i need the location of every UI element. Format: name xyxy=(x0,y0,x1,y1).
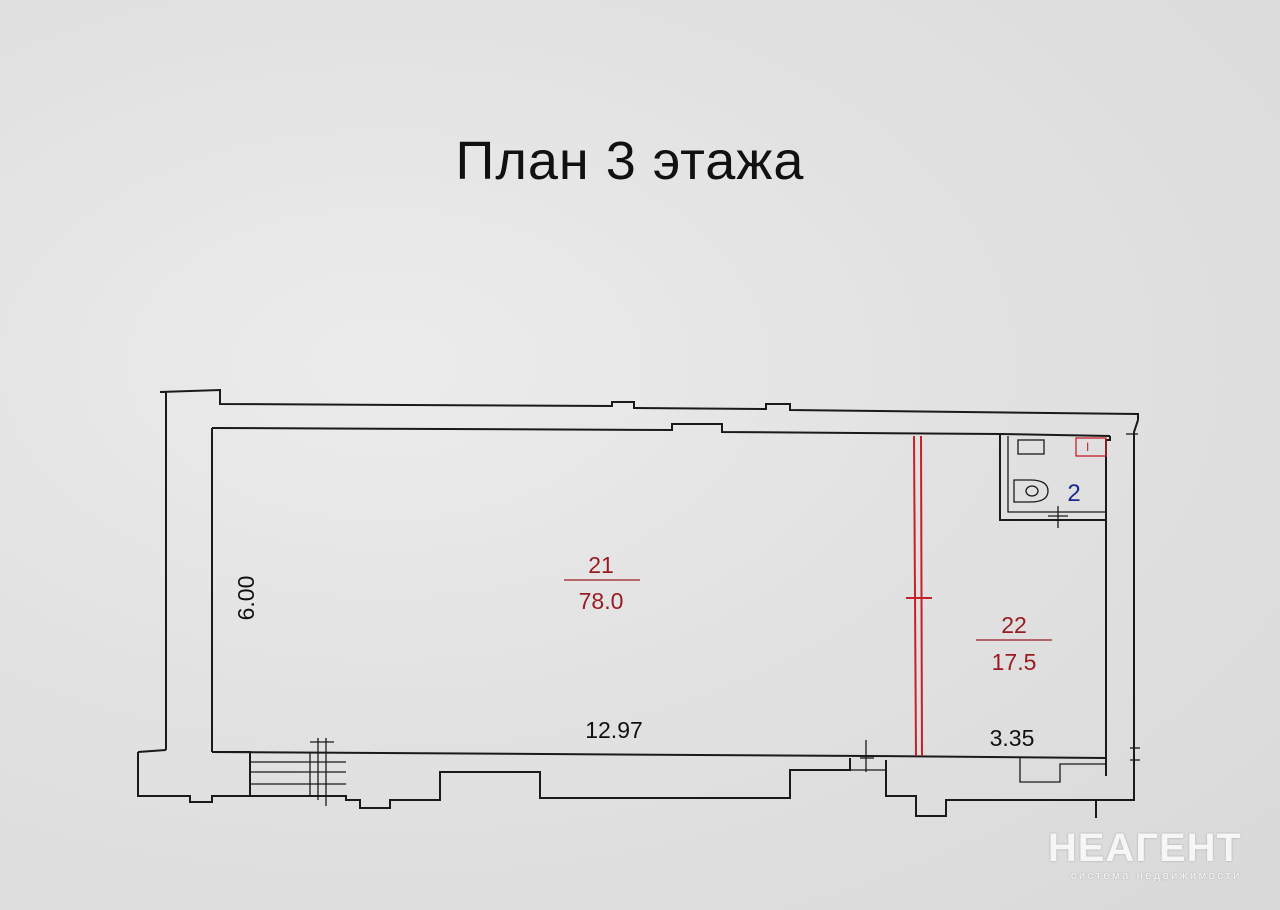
watermark-logo: НЕАГЕНТ xyxy=(1047,826,1242,870)
room-22-area: 17.5 xyxy=(992,649,1037,675)
watermark: НЕАГЕНТ система недвижимости xyxy=(1048,828,1242,882)
wc-block: I xyxy=(999,434,1107,528)
room-22-number: 22 xyxy=(1001,612,1027,638)
dimension-width-side: 3.35 xyxy=(990,725,1035,751)
room-2-number: 2 xyxy=(1067,480,1080,507)
page-title: План 3 этажа xyxy=(455,131,805,191)
dimension-width-main: 12.97 xyxy=(585,717,643,743)
dimension-depth: 6.00 xyxy=(233,576,259,621)
outer-walls xyxy=(137,388,1140,818)
room-21-area: 78.0 xyxy=(579,588,624,614)
partition-wall xyxy=(906,435,932,757)
room-21-number: 21 xyxy=(588,552,614,578)
watermark-tagline: система недвижимости xyxy=(1070,870,1242,882)
svg-text:I: I xyxy=(1086,440,1089,454)
